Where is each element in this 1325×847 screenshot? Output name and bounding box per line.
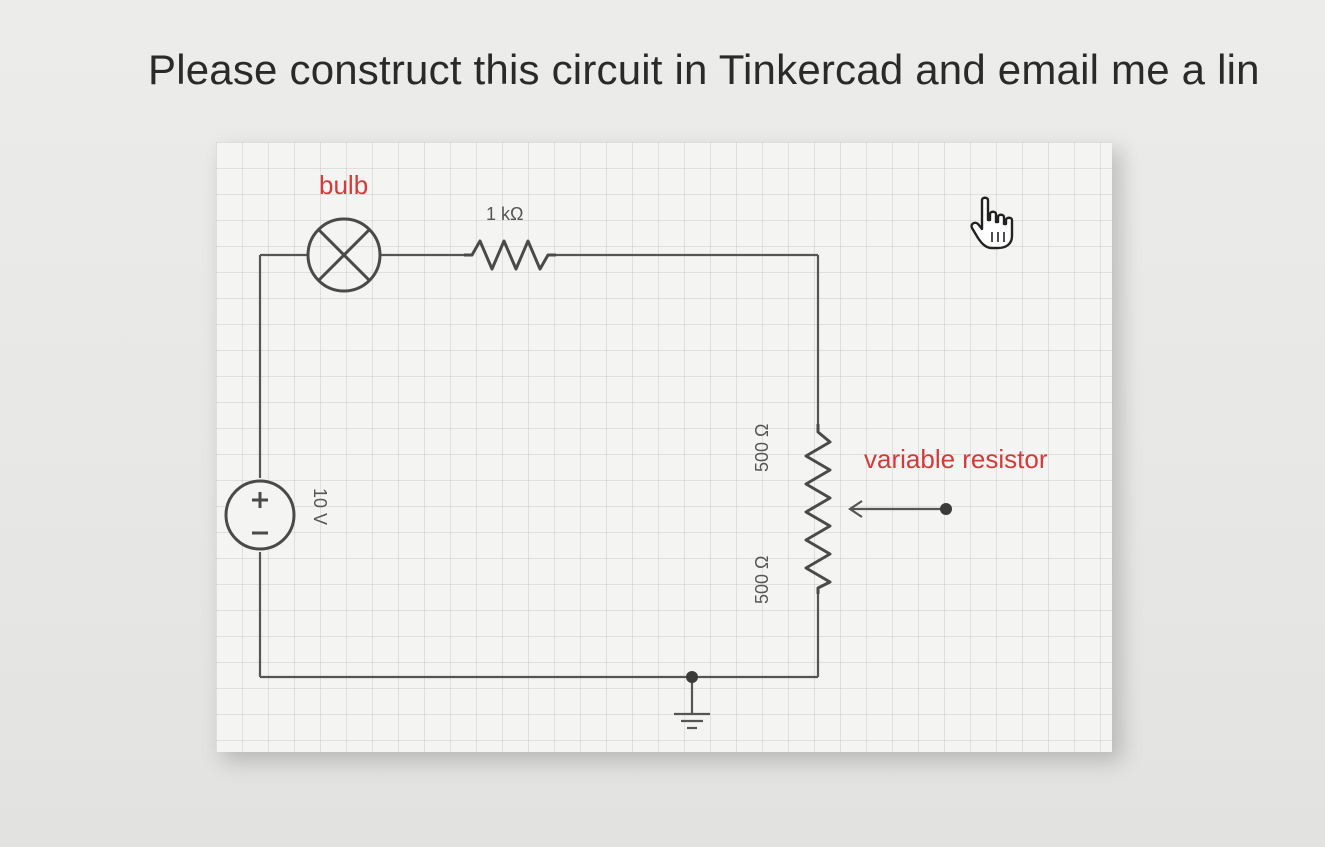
potentiometer-symbol <box>804 424 832 594</box>
bulb-label: bulb <box>319 170 368 200</box>
voltage-source-symbol <box>224 479 296 551</box>
hand-pointer-icon <box>970 196 1014 250</box>
variable-resistor-label: variable resistor <box>864 444 1048 474</box>
wiper-arrow <box>848 500 952 518</box>
circuit-diagram: bulb 1 kΩ 10 V 500 Ω 500 Ω variab <box>224 170 1048 730</box>
pot-upper-label: 500 Ω <box>752 424 772 473</box>
circuit-figure: bulb 1 kΩ 10 V 500 Ω 500 Ω variab <box>216 142 1112 752</box>
ground-symbol <box>674 671 710 730</box>
wires <box>258 253 820 714</box>
resistor-symbol <box>464 239 556 271</box>
bulb-symbol <box>306 217 382 293</box>
source-label: 10 V <box>310 488 330 525</box>
resistor-label: 1 kΩ <box>486 204 523 224</box>
pot-lower-label: 500 Ω <box>752 556 772 605</box>
instruction-text: Please construct this circuit in Tinkerc… <box>148 46 1260 93</box>
